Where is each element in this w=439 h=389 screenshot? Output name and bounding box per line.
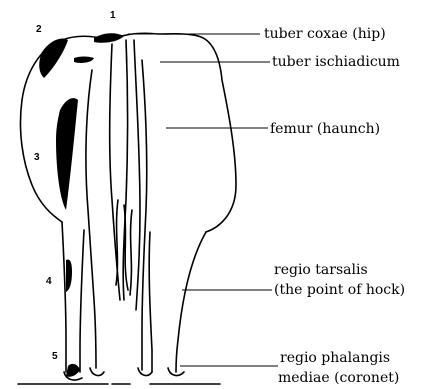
point-number-1: 1 [110,10,116,21]
spot-tuber-coxae-top [94,33,124,43]
point-number-2: 2 [36,24,42,35]
label-regio-phalangis-line1: regio phalangis [280,350,390,366]
label-regio-tarsalis-line2: (the point of hock) [274,282,405,298]
point-number-5: 5 [52,351,58,362]
point-number-4: 4 [46,276,52,287]
spot-tuber-coxae-left [39,39,68,79]
label-femur: femur (haunch) [270,121,380,137]
spot-tuber-ischiadicum [74,57,94,63]
spot-coronet [66,364,80,377]
label-tuber-ischiadicum: tuber ischiadicum [272,54,400,70]
spot-hock [66,260,72,293]
point-number-3: 3 [34,152,40,163]
anatomy-labels: tuber coxae (hip) tuber ischiadicum femu… [264,26,405,386]
spot-thigh [56,98,78,210]
cow-outline [18,33,236,384]
label-regio-phalangis-line2: mediae (coronet) [278,370,399,386]
label-tuber-coxae: tuber coxae (hip) [264,26,386,42]
label-regio-tarsalis-line1: regio tarsalis [274,262,368,278]
